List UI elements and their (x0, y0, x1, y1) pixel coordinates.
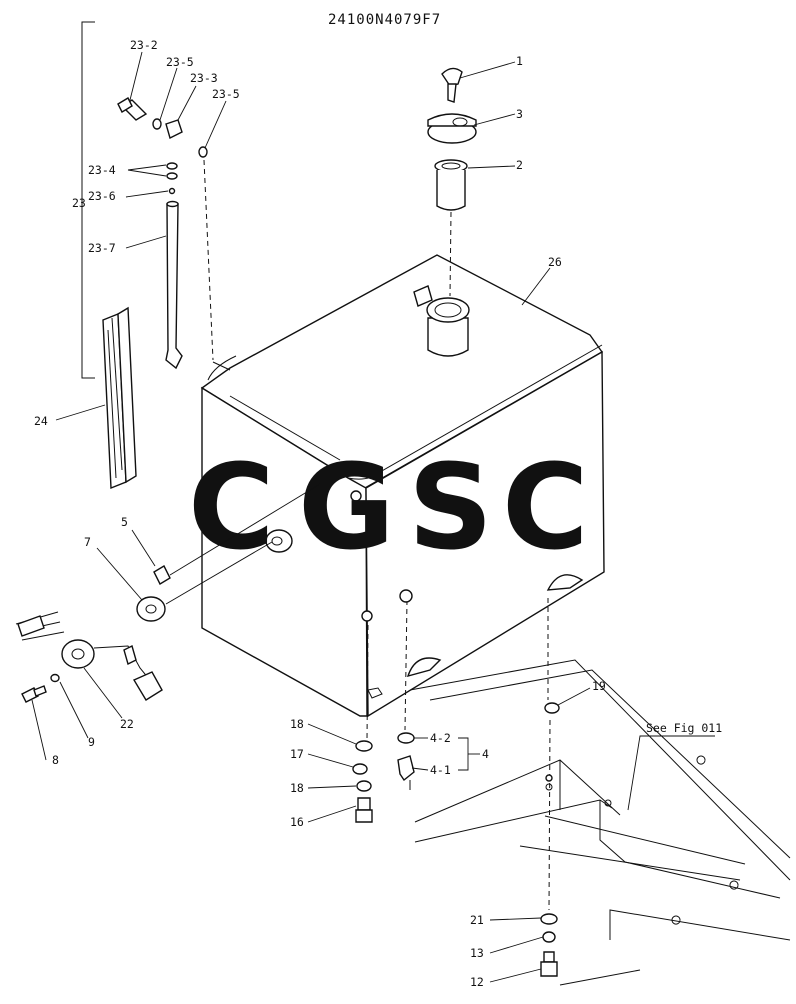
callout-4-1: 4-1 (430, 763, 451, 777)
callout-7: 7 (84, 535, 91, 549)
callout-9: 9 (88, 735, 95, 749)
fuel-cap-assembly (427, 67, 477, 297)
mounting-hardware (352, 589, 560, 977)
callout-19: 19 (592, 679, 606, 693)
reference-note: See Fig 011 (646, 721, 722, 735)
callout-26: 26 (548, 255, 562, 269)
sender-assembly (15, 483, 321, 703)
watermark-letter-g: G (298, 438, 395, 576)
callout-23-5-left: 23-5 (166, 55, 194, 69)
level-gauge-assembly (81, 21, 231, 490)
callout-23-4: 23-4 (88, 163, 116, 177)
callout-12: 12 (470, 975, 484, 989)
callout-4: 4 (482, 747, 489, 761)
callout-17: 17 (290, 747, 304, 761)
callout-1: 1 (516, 54, 523, 68)
watermark-letter-c1: C (188, 438, 275, 576)
callout-18-top: 18 (290, 717, 304, 731)
watermark-letter-s: S (408, 438, 493, 576)
callout-22: 22 (120, 717, 134, 731)
callout-23-7: 23-7 (88, 241, 116, 255)
cgsc-watermark: C G S C (188, 438, 589, 576)
callout-21: 21 (470, 913, 484, 927)
callout-2: 2 (516, 158, 523, 172)
leader-lines (31, 51, 715, 983)
callout-labels: 1 2 3 4 4-1 4-2 5 7 8 9 12 13 16 17 18 1… (34, 38, 722, 989)
callout-13: 13 (470, 946, 484, 960)
callout-4-2: 4-2 (430, 731, 451, 745)
mounting-frame (409, 659, 791, 986)
callout-23-2: 23-2 (130, 38, 158, 52)
callout-18-bottom: 18 (290, 781, 304, 795)
callout-23-3: 23-3 (190, 71, 218, 85)
callout-23-5-right: 23-5 (212, 87, 240, 101)
fuel-tank (200, 254, 605, 718)
callout-16: 16 (290, 815, 304, 829)
watermark-letter-c2: C (502, 438, 589, 576)
callout-24: 24 (34, 414, 48, 428)
callout-23-6: 23-6 (88, 189, 116, 203)
callout-3: 3 (516, 107, 523, 121)
drawing-number: 24100N4079F7 (328, 12, 441, 28)
callout-23: 23 (72, 196, 86, 210)
callout-8: 8 (52, 753, 59, 767)
callout-5: 5 (121, 515, 128, 529)
